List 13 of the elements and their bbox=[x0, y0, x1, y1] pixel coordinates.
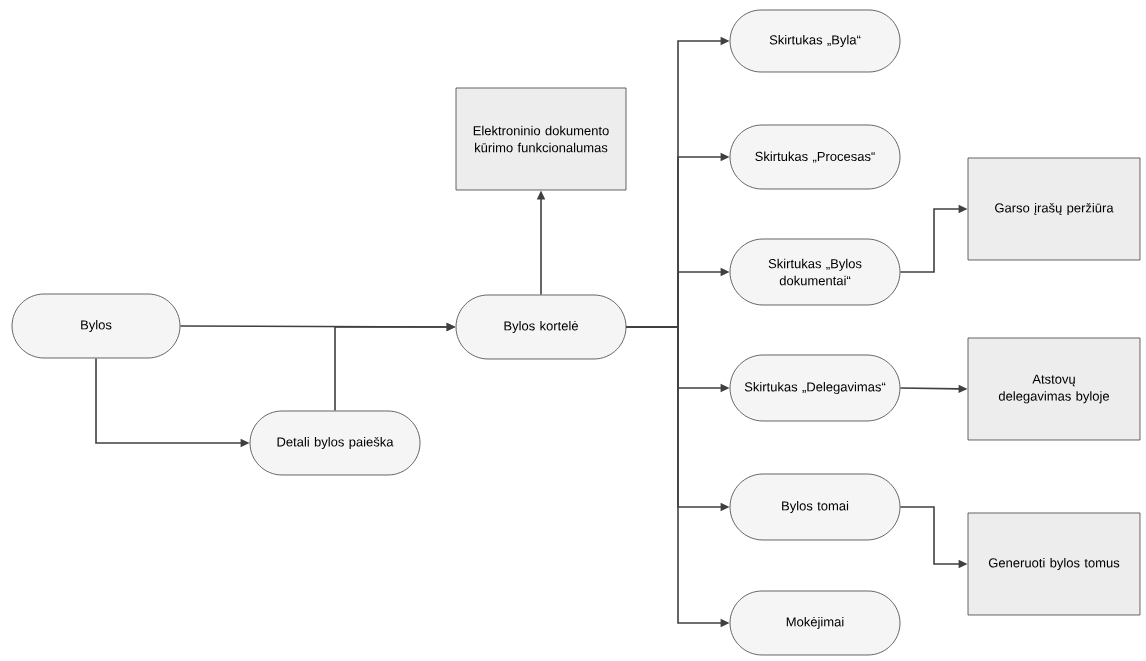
rounded-box: Bylos tomai bbox=[729, 473, 901, 541]
rounded-box: Skirtukas „Bylos dokumentai“ bbox=[729, 238, 901, 306]
process-box: Garso įrašų peržiūra bbox=[967, 157, 1141, 261]
rounded-box: Skirtukas „Delegavimas“ bbox=[729, 354, 901, 422]
rounded-box: Skirtukas „Byla“ bbox=[729, 9, 901, 73]
process-box: Generuoti bylos tomus bbox=[967, 512, 1141, 616]
rounded-box: Skirtukas „Procesas“ bbox=[729, 124, 901, 190]
process-box: Atstovų delegavimas byloje bbox=[967, 337, 1141, 441]
rounded-box: Mokėjimai bbox=[729, 590, 901, 656]
process-box: Elektroninio dokumento kūrimo funkcionalumas bbox=[455, 87, 627, 191]
rounded-box: Detali bylos paieška bbox=[249, 410, 421, 476]
rounded-box: Bylos kortelė bbox=[455, 294, 627, 360]
rounded-box: Bylos bbox=[11, 293, 181, 359]
